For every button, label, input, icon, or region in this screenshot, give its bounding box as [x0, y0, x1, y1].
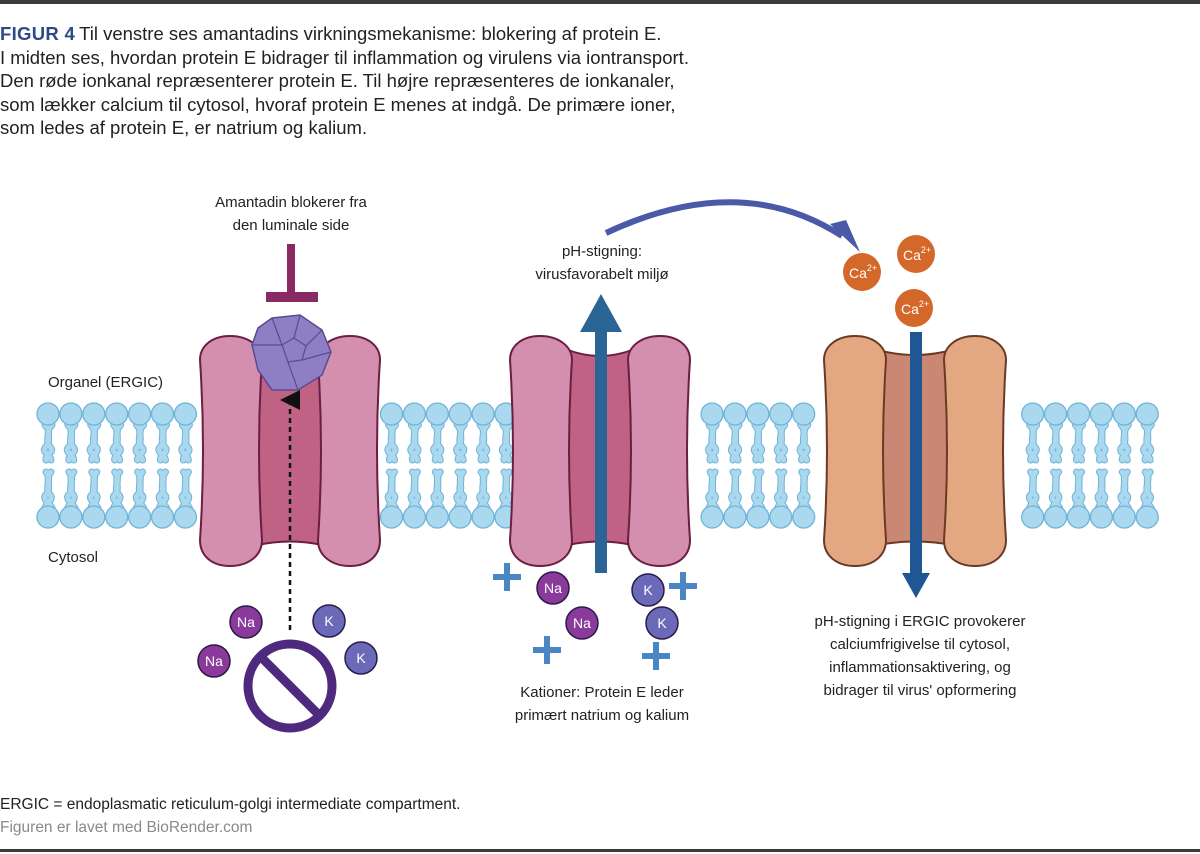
channel-subunit-right: [316, 334, 382, 568]
cytosol-label: Cytosol: [48, 549, 98, 566]
abbreviation-footnote: ERGIC = endoplasmatic reticulum-golgi in…: [0, 796, 461, 813]
sodium-ion: Na: [565, 606, 599, 640]
phospholipid: [1135, 402, 1159, 529]
phospholipid: [471, 402, 495, 529]
phospholipid: [379, 402, 404, 529]
calcium-effect-line-4: bidrager til virus' opformering: [824, 682, 1017, 699]
potassium-ion-label: K: [643, 582, 653, 598]
calcium-ion-label: Ca: [849, 265, 867, 281]
sodium-ion: Na: [197, 644, 231, 678]
cations-label-line-2: primært natrium og kalium: [515, 707, 689, 724]
figure-label: FIGUR 4: [0, 23, 76, 44]
block-inhibition-icon: [266, 244, 318, 302]
phospholipid: [36, 402, 60, 529]
channel-subunit-left: [508, 334, 574, 568]
potassium-ion: K: [631, 573, 665, 607]
phospholipid: [1066, 402, 1091, 529]
phospholipid: [173, 402, 198, 529]
caption-line-5: som ledes af protein E, er natrium og ka…: [0, 117, 368, 138]
phospholipid: [127, 402, 152, 529]
channel-subunit-right: [626, 334, 692, 568]
phospholipid: [59, 402, 83, 529]
calcium-ion-charge: 2+: [867, 263, 877, 273]
prohibited-icon: [243, 639, 337, 733]
phospholipid: [402, 402, 427, 529]
channel-subunit-left: [822, 334, 888, 568]
cations-label-line-1: Kationer: Protein E leder: [520, 684, 683, 701]
calcium-influx-arrow-down: [902, 332, 930, 598]
caption-line-2: I midten ses, hvordan protein E bidrager…: [0, 46, 689, 68]
positive-charge-icon: [642, 642, 670, 670]
calcium-ion-label: Ca: [901, 301, 919, 317]
phospholipid: [769, 402, 793, 529]
potassium-ion: K: [312, 604, 346, 638]
positive-charge-icon: [493, 563, 521, 591]
curved-arrow-head: [830, 220, 860, 252]
sodium-ion-label: Na: [573, 615, 591, 631]
ph-rise-label-line-2: virusfavorabelt miljø: [535, 266, 668, 283]
channel-subunit-left: [198, 334, 264, 568]
phospholipid: [105, 402, 129, 529]
organelle-label: Organel (ERGIC): [48, 374, 163, 391]
calcium-ion-label: Ca: [903, 247, 921, 263]
lipid-bilayer-membrane: [36, 402, 1159, 529]
top-rule: [0, 0, 1200, 4]
phospholipid: [746, 402, 770, 529]
phospholipid: [425, 402, 449, 529]
bottom-rule: [0, 849, 1200, 852]
calcium-ion-charge: 2+: [921, 245, 931, 255]
phospholipid: [1112, 402, 1136, 529]
caption-line-4: som lækker calcium til cytosol, hvoraf p…: [0, 93, 676, 115]
image-credit: Figuren er lavet med BioRender.com: [0, 819, 253, 836]
positive-charge-icon: [533, 636, 561, 664]
potassium-ion-label: K: [657, 615, 667, 631]
amantadine-label-line-1: Amantadin blokerer fra: [215, 194, 367, 211]
sodium-ion-label: Na: [544, 580, 562, 596]
calcium-ion-charge: 2+: [919, 299, 929, 309]
potassium-ion-label: K: [356, 650, 366, 666]
phospholipid: [448, 402, 472, 529]
ion-efflux-arrow-up: [580, 294, 622, 573]
phospholipid: [1021, 402, 1045, 529]
channel-subunit-right: [942, 334, 1008, 568]
sodium-ion: Na: [229, 605, 263, 639]
potassium-ion-label: K: [324, 613, 334, 629]
amantadine-label-line-2: den luminale side: [233, 217, 350, 234]
calcium-effect-line-3: inflammationsaktivering, og: [829, 659, 1011, 676]
phospholipid: [792, 402, 816, 529]
phospholipid: [723, 402, 747, 529]
positive-charge-icon: [669, 572, 697, 600]
phospholipid: [1089, 402, 1114, 529]
caption-line-3: Den røde ionkanal repræsenterer protein …: [0, 70, 675, 91]
curved-arrow-to-calcium: [604, 199, 844, 239]
amantadine-molecule-icon: [251, 314, 332, 391]
calcium-effect-line-2: calciumfrigivelse til cytosol,: [830, 636, 1010, 653]
phospholipid: [1043, 402, 1068, 529]
potassium-ion: K: [645, 606, 679, 640]
sodium-ion-label: Na: [205, 653, 223, 669]
sodium-ion: Na: [536, 571, 570, 605]
calcium-effect-line-1: pH-stigning i ERGIC provokerer: [815, 613, 1026, 630]
phospholipid: [150, 402, 175, 529]
ph-rise-label-line-1: pH-stigning:: [562, 243, 642, 260]
sodium-ion-label: Na: [237, 614, 255, 630]
potassium-ion: K: [344, 641, 378, 675]
phospholipid: [700, 402, 724, 529]
protein-e-channel-active: [508, 334, 692, 568]
phospholipid: [82, 402, 106, 529]
